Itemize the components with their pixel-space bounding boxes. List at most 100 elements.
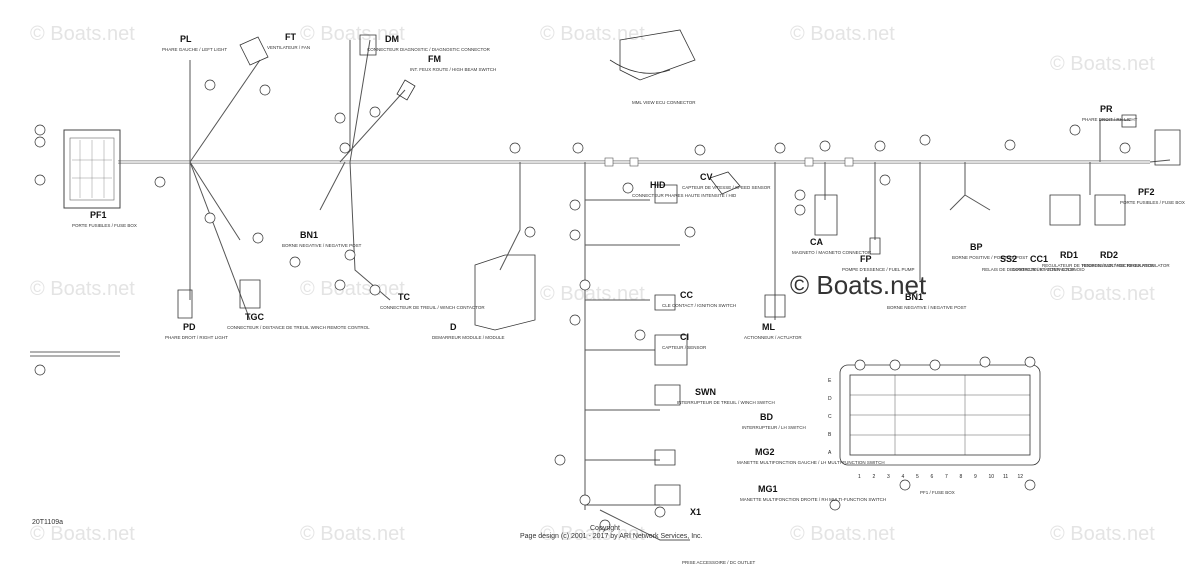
callout-bubble xyxy=(979,356,991,368)
connector-caption-bn: BORNE NEGATIVE / NEGATIVE POST xyxy=(887,305,967,310)
watermark-layer: © Boats.net © Boats.net © Boats.net © Boats… xyxy=(30,23,1155,545)
connector-code-ca: CA xyxy=(810,237,823,247)
fuse-row-label: D xyxy=(828,396,832,402)
callout-bubble xyxy=(622,182,634,194)
connector-caption-ft: VENTILATEUR / FAN xyxy=(267,45,310,50)
fuse-row-label: C xyxy=(828,414,832,420)
connector-code-rd2: RD2 xyxy=(1100,250,1118,260)
callout-bubble xyxy=(879,174,891,186)
fuse-col-label: 10 xyxy=(989,474,995,480)
callout-bubble xyxy=(774,142,786,154)
connector-code-fp: FP xyxy=(860,254,872,264)
fuse-row-label: A xyxy=(828,450,832,456)
fuse-col-label: 9 xyxy=(974,474,977,480)
fuse-col-label: 7 xyxy=(945,474,948,480)
watermark-text: © Boats.net xyxy=(30,278,135,300)
connector-code-cc1: CC1 xyxy=(1030,254,1048,264)
connector-code-cc: CC xyxy=(680,290,693,300)
fuse-col-label: 8 xyxy=(960,474,963,480)
connector-caption-x2: PRISE ACCESSOIRE / DC OUTLET xyxy=(682,560,756,564)
watermark-text: © Boats.net xyxy=(30,523,135,545)
connector-code-tgc: TGC xyxy=(245,312,264,322)
watermark-text: © Boats.net xyxy=(30,23,135,45)
connector-code-ci: CI xyxy=(680,332,689,342)
connector-caption-pd: PHARE DROIT / RIGHT LIGHT xyxy=(165,335,228,340)
fuse-col-label: 1 xyxy=(858,474,861,480)
connector-caption-bd: INTERRUPTEUR / LH SWITCH xyxy=(742,425,806,430)
callout-bubble xyxy=(334,112,346,124)
connector-caption-ml_view: MML VIEW ECU CONNECTOR xyxy=(632,100,696,105)
connector-code-rd1: RD1 xyxy=(1060,250,1078,260)
watermark-text: © Boats.net xyxy=(540,283,645,305)
connector-caption-cv: CAPTEUR DE VITESSE / SPEED SENSOR xyxy=(682,185,771,190)
connector-caption-d: DEMARREUR MODULE / MODULE xyxy=(432,335,505,340)
connector-code-cv: CV xyxy=(700,172,713,182)
connector-code-pd: PD xyxy=(183,322,196,332)
connector-code-ft: FT xyxy=(285,32,296,42)
fuse-col-label: 11 xyxy=(1003,474,1008,480)
callout-bubble xyxy=(34,364,46,376)
connector-code-pl: PL xyxy=(180,34,192,44)
watermark-text: © Boats.net xyxy=(540,23,645,45)
connector-code-dm: DM xyxy=(385,34,399,44)
callout-bubble xyxy=(819,140,831,152)
callout-bubble xyxy=(919,134,931,146)
callout-bubble xyxy=(34,136,46,148)
connector-caption-dm: CONNECTEUR DIAGNOSTIC / DIAGNOSTIC CONNE… xyxy=(367,47,491,52)
callout-bubble xyxy=(204,212,216,224)
callout-bubble xyxy=(289,256,301,268)
connector-caption-rd2: REDRESSEUR / RECTIFIER REGULATOR xyxy=(1082,263,1170,268)
callout-bubble xyxy=(569,199,581,211)
callout-bubble xyxy=(889,359,901,371)
callout-bubble xyxy=(654,506,666,518)
connector-caption-mg1: MANETTE MULTIFONCTION DROITE / RH MULTI-… xyxy=(740,497,886,502)
label-layer: PL PHARE GAUCHE / LEFT LIGHT FT VENTILATEUR… xyxy=(72,32,1185,564)
callout-bubble xyxy=(694,144,706,156)
callout-bubble xyxy=(1119,142,1131,154)
callout-bubble xyxy=(684,226,696,238)
component-outlines xyxy=(30,29,1181,506)
connector-caption-bp: BORNE POSITIVE / POSITIVE POST xyxy=(952,255,1028,260)
callout-bubble xyxy=(34,174,46,186)
fuse-row-label: E xyxy=(828,378,832,384)
callout-bubble xyxy=(794,204,806,216)
callout-bubble xyxy=(794,189,806,201)
watermark-text: © Boats.net xyxy=(1050,283,1155,305)
connector-code-hid: HID xyxy=(650,180,666,190)
callout-bubble xyxy=(339,142,351,154)
fuse-col-label: 2 xyxy=(873,474,876,480)
connector-caption-pl: PHARE GAUCHE / LEFT LIGHT xyxy=(162,47,227,52)
callout-bubble xyxy=(204,79,216,91)
callout-bubble xyxy=(554,454,566,466)
callout-bubble xyxy=(369,106,381,118)
callout-bubble xyxy=(1024,356,1036,368)
fuse-col-label: 3 xyxy=(887,474,890,480)
watermark-text: © Boats.net xyxy=(300,278,405,300)
callout-bubble xyxy=(634,329,646,341)
callout-bubble xyxy=(1069,124,1081,136)
connector-caption-swn: INTERRUPTEUR DE TREUIL / WINCH SWITCH xyxy=(677,400,775,405)
callout-bubble xyxy=(259,84,271,96)
connector-code-bp: BP xyxy=(970,242,983,252)
connector-code-pf2: PF2 xyxy=(1138,187,1155,197)
callout-bubble xyxy=(579,494,591,506)
callout-bubble xyxy=(1024,479,1036,491)
callout-bubble xyxy=(154,176,166,188)
fuse-col-label: 12 xyxy=(1018,474,1024,480)
watermark-text: © Boats.net xyxy=(300,23,405,45)
watermark-text: © Boats.net xyxy=(790,23,895,45)
connector-code-tc: TC xyxy=(398,292,410,302)
fuse-panel-caption: PF1 / FUSE BOX xyxy=(920,490,955,495)
fuse-col-label: 4 xyxy=(902,474,905,480)
connector-code-x1: X1 xyxy=(690,507,701,517)
page-design: Page design (c) 2001 - 2017 by ARI Netwo… xyxy=(520,533,703,540)
callout-bubble xyxy=(569,314,581,326)
fuse-row-label: B xyxy=(828,432,832,438)
callout-bubble xyxy=(579,279,591,291)
center-watermark: © Boats.net xyxy=(790,270,927,300)
callout-bubble xyxy=(369,284,381,296)
fuse-col-label: 5 xyxy=(916,474,919,480)
